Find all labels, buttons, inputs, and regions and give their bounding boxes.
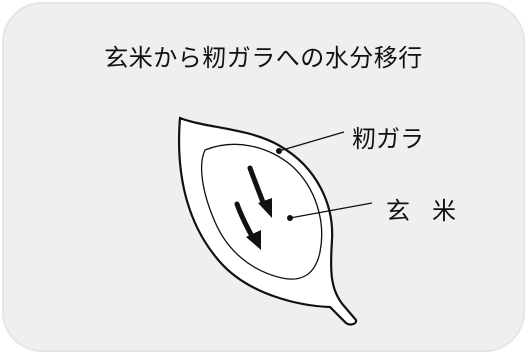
brown-rice-label: 玄米	[386, 197, 478, 225]
brown-rice-shape	[200, 143, 323, 280]
hull-leader-dot	[276, 148, 282, 154]
diagram-title: 玄米から籾ガラへの水分移行	[104, 44, 423, 72]
moisture-arrow-2-head	[246, 230, 261, 250]
rice-leader-dot	[287, 215, 293, 221]
hull-leader-line	[278, 131, 345, 152]
moisture-arrow-1-head	[258, 198, 272, 218]
hull-label: 籾ガラ	[352, 125, 424, 153]
rice-leader-line	[289, 202, 373, 219]
